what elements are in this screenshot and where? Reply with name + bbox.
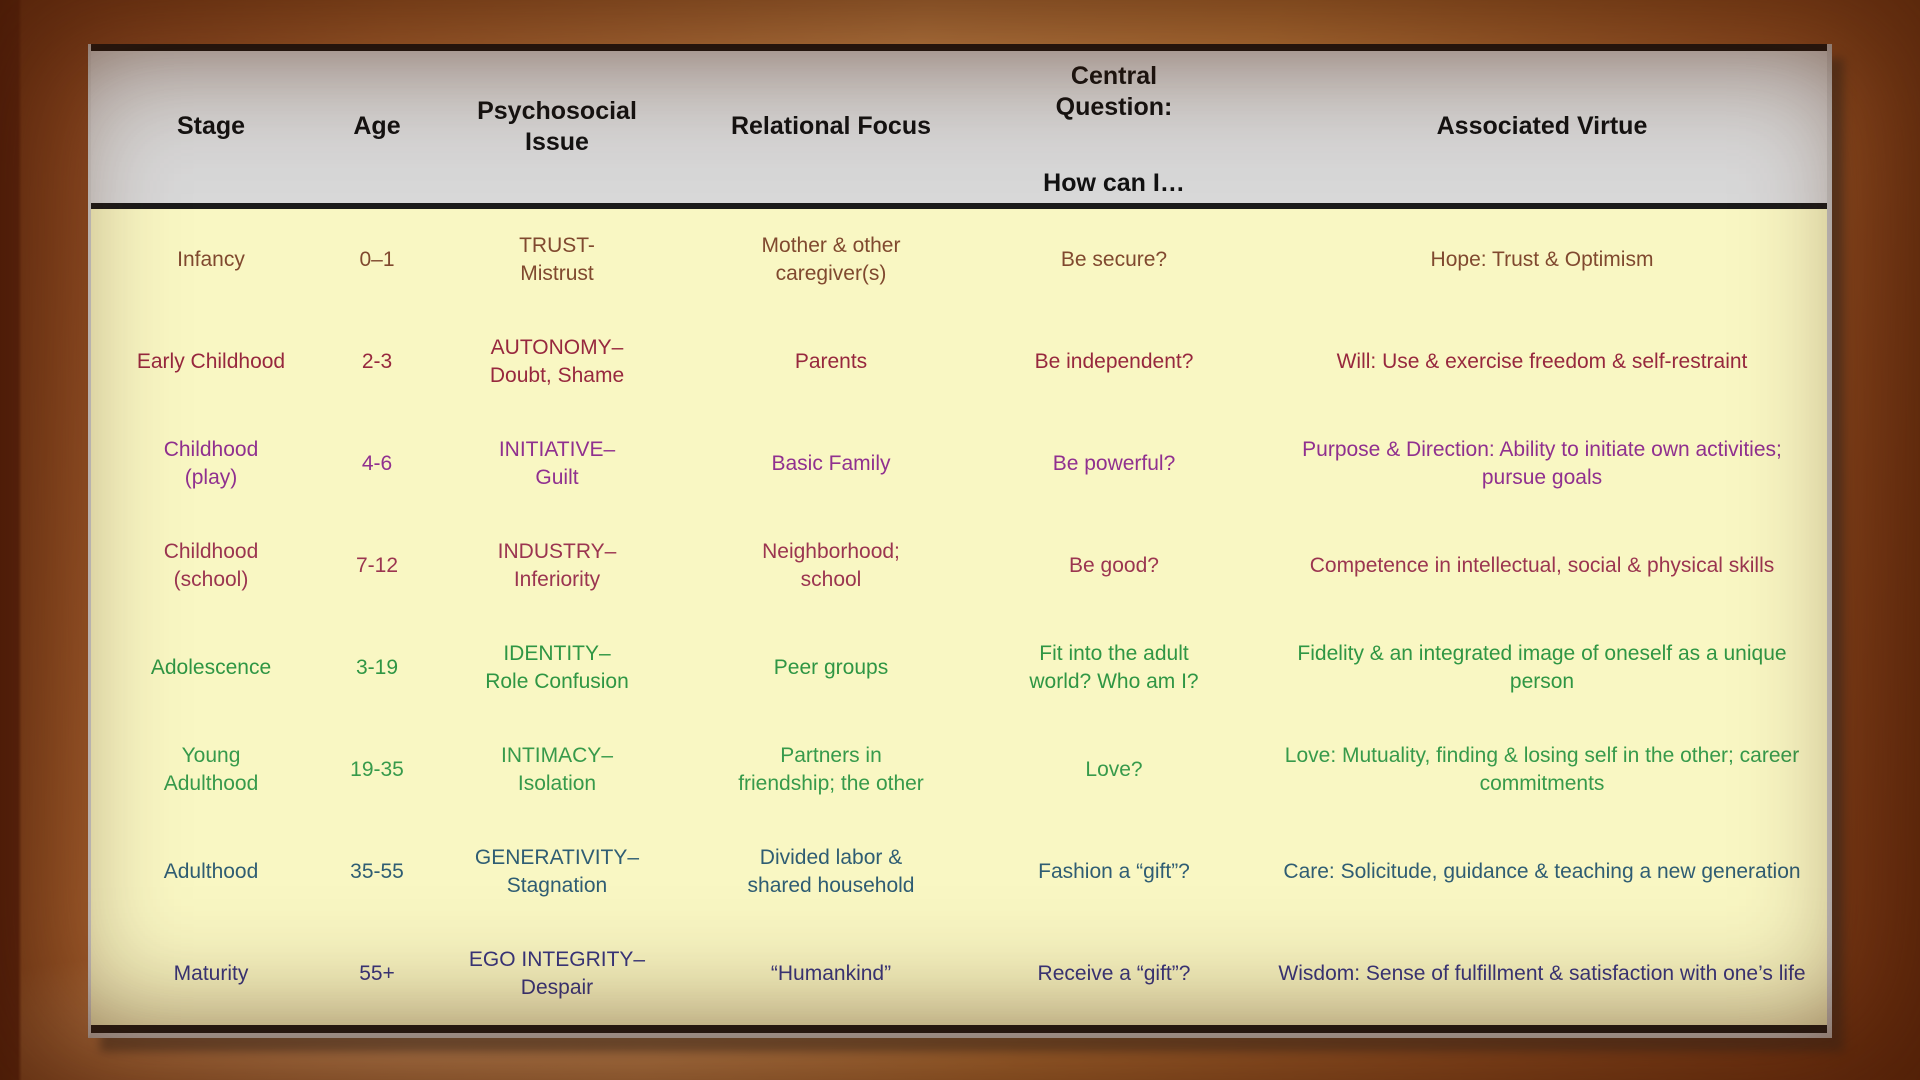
cell-stage: Infancy (177, 248, 245, 272)
cell-question: Be independent? (1034, 350, 1194, 374)
header-central-question-sub: How can I… (1043, 168, 1185, 197)
cell-virtue: Will: Use & exercise freedom & self-rest… (1336, 350, 1748, 374)
header-central-question-title: Central Question: (1055, 62, 1173, 122)
cell-virtue: Love: Mutuality, finding & losing self i… (1284, 744, 1800, 795)
table-row-childhood-school: Childhood (school) 7-12 INDUSTRY– Inferi… (91, 515, 1827, 617)
cell-issue: GENERATIVITY– Stagnation (474, 846, 640, 897)
cell-issue: INITIATIVE– Guilt (498, 438, 616, 489)
table-header-row: Stage Age Psychosocial Issue Relational … (91, 51, 1827, 209)
cell-age: 0–1 (359, 248, 395, 272)
cell-virtue: Purpose & Direction: Ability to initiate… (1302, 438, 1782, 489)
cell-focus: “Humankind” (770, 962, 892, 986)
cell-focus: Parents (794, 350, 868, 374)
cell-virtue: Competence in intellectual, social & phy… (1309, 554, 1775, 578)
cell-question: Be good? (1069, 554, 1159, 578)
cell-stage: Adulthood (163, 860, 259, 884)
cell-age: 4-6 (361, 452, 393, 476)
cell-question: Fashion a “gift”? (1038, 860, 1190, 884)
table-row-maturity: Maturity 55+ EGO INTEGRITY– Despair “Hum… (91, 923, 1827, 1025)
cell-issue: TRUST- Mistrust (519, 234, 595, 285)
cell-focus: Partners in friendship; the other (738, 744, 924, 795)
table-row-adolescence: Adolescence 3-19 IDENTITY– Role Confusio… (91, 617, 1827, 719)
cell-virtue: Fidelity & an integrated image of onesel… (1297, 642, 1787, 693)
cell-age: 3-19 (355, 656, 399, 680)
table-row-childhood-play: Childhood (play) 4-6 INITIATIVE– Guilt B… (91, 413, 1827, 515)
cell-issue: EGO INTEGRITY– Despair (468, 948, 646, 999)
table-top-border (91, 44, 1827, 51)
cell-focus: Mother & other caregiver(s) (761, 234, 901, 285)
cell-question: Be powerful? (1052, 452, 1176, 476)
cell-question: Love? (1085, 758, 1143, 782)
table-row-early-childhood: Early Childhood 2-3 AUTONOMY– Doubt, Sha… (91, 311, 1827, 413)
cell-age: 19-35 (350, 758, 404, 782)
header-age: Age (353, 112, 401, 141)
cell-virtue: Hope: Trust & Optimism (1430, 248, 1654, 272)
cell-focus: Divided labor & shared household (747, 846, 915, 897)
cell-focus: Peer groups (773, 656, 889, 680)
cell-stage: Early Childhood (136, 350, 286, 374)
cell-question: Be secure? (1060, 248, 1168, 272)
header-psychosocial-issue: Psychosocial Issue (477, 96, 637, 156)
cell-age: 2-3 (361, 350, 393, 374)
header-associated-virtue: Associated Virtue (1436, 112, 1648, 141)
header-central-question: Central Question: How can I… (971, 51, 1257, 203)
cell-issue: IDENTITY– Role Confusion (485, 642, 629, 693)
table-row-young-adulthood: Young Adulthood 19-35 INTIMACY– Isolatio… (91, 719, 1827, 821)
cell-stage: Childhood (play) (163, 438, 259, 489)
table-row-adulthood: Adulthood 35-55 GENERATIVITY– Stagnation… (91, 821, 1827, 923)
cell-focus: Basic Family (771, 452, 891, 476)
cell-issue: AUTONOMY– Doubt, Shame (489, 336, 625, 387)
table-bottom-border (91, 1025, 1827, 1033)
cell-virtue: Care: Solicitude, guidance & teaching a … (1283, 860, 1801, 884)
table-body: Infancy 0–1 TRUST- Mistrust Mother & oth… (91, 209, 1827, 1025)
cell-question: Receive a “gift”? (1037, 962, 1191, 986)
cell-stage: Adolescence (150, 656, 272, 680)
cell-issue: INDUSTRY– Inferiority (497, 540, 617, 591)
header-relational-focus: Relational Focus (730, 112, 932, 141)
header-stage: Stage (176, 112, 246, 141)
table-row-infancy: Infancy 0–1 TRUST- Mistrust Mother & oth… (91, 209, 1827, 311)
psychosocial-stages-table: Stage Age Psychosocial Issue Relational … (88, 44, 1832, 1038)
cell-question: Fit into the adult world? Who am I? (1029, 642, 1199, 693)
cell-age: 35-55 (350, 860, 404, 884)
cell-stage: Young Adulthood (163, 744, 259, 795)
cell-focus: Neighborhood; school (762, 540, 900, 591)
cell-issue: INTIMACY– Isolation (500, 744, 613, 795)
cell-stage: Childhood (school) (163, 540, 259, 591)
cell-stage: Maturity (173, 962, 249, 986)
cell-age: 55+ (359, 962, 395, 986)
cell-age: 7-12 (355, 554, 399, 578)
cell-virtue: Wisdom: Sense of fulfillment & satisfact… (1278, 962, 1806, 986)
